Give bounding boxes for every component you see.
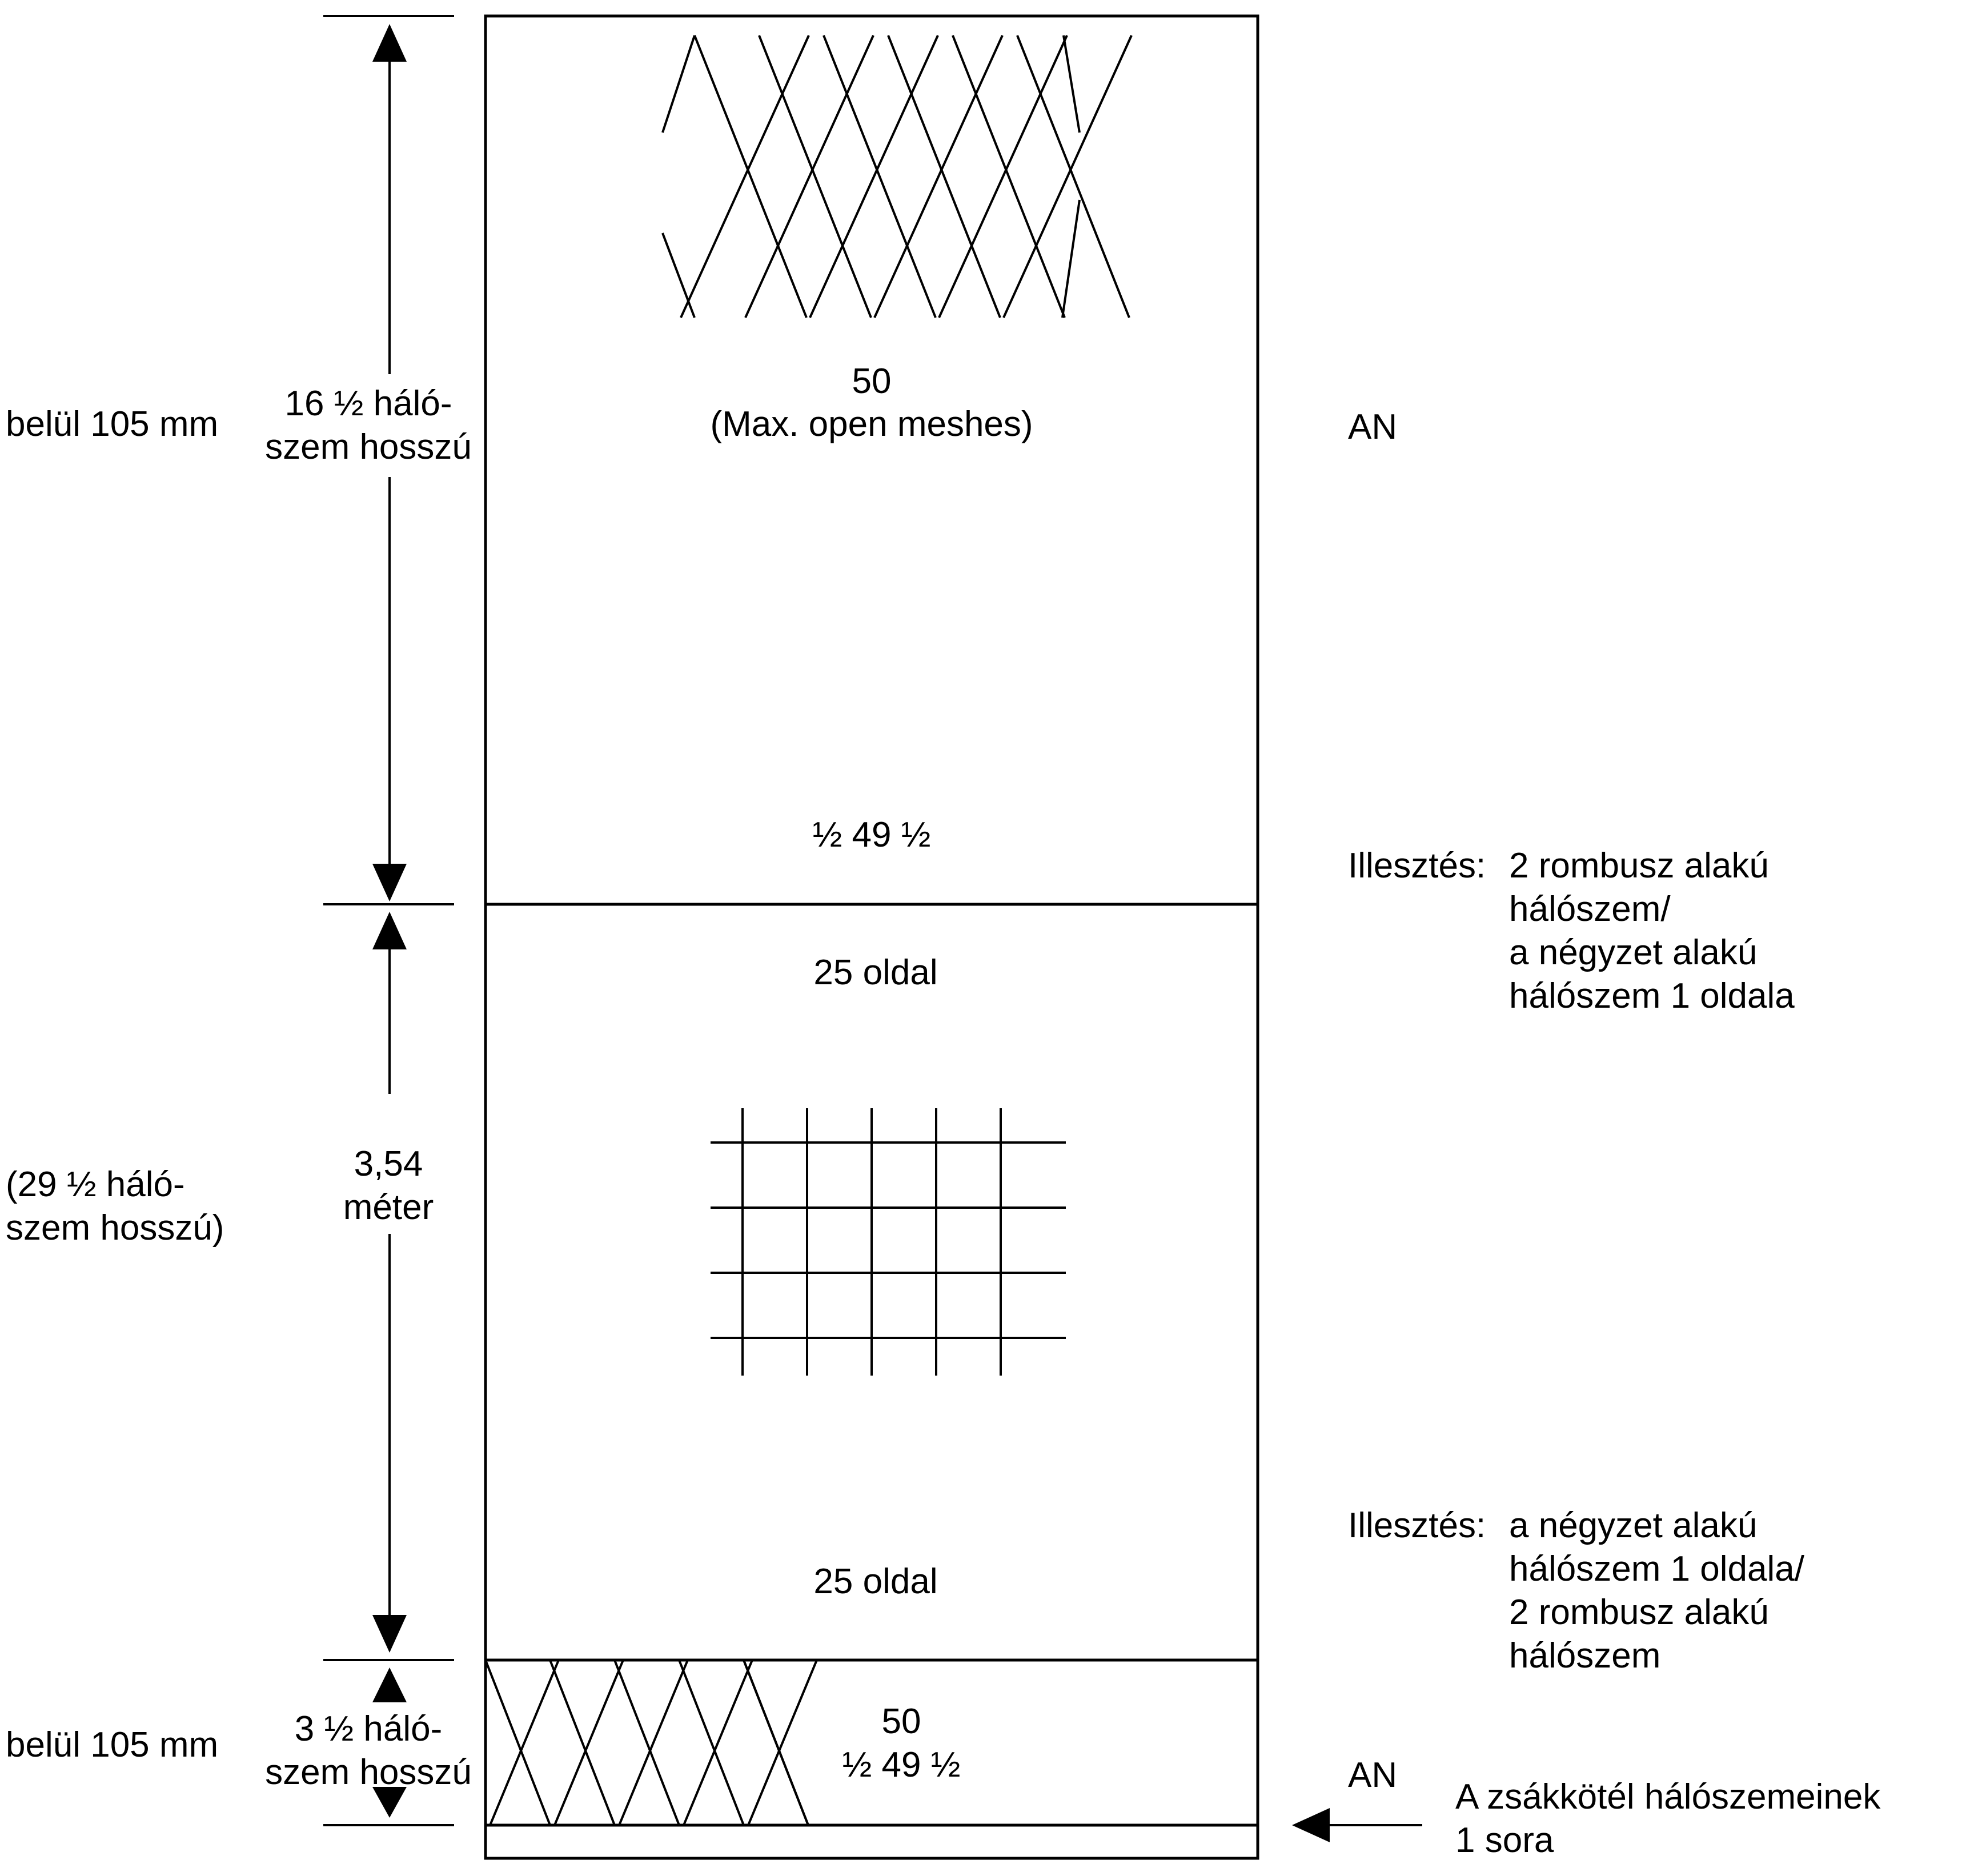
mesh-strand: [693, 35, 808, 318]
join1-line2: hálószem/: [1509, 889, 1671, 929]
mesh-strand: [1061, 199, 1081, 318]
dimension-label-bottom-line2: szem hosszú: [265, 1753, 472, 1792]
mesh-strand: [489, 1659, 560, 1826]
join2-line1: a négyzet alakú: [1509, 1506, 1757, 1545]
rope-row-line2: 1 sora: [1455, 1821, 1554, 1860]
mesh-strand: [661, 35, 696, 133]
arrowhead-bottom-up: [372, 1667, 407, 1702]
top-panel-note: (Max. open meshes): [710, 404, 1033, 444]
join2-prefix: Illesztés:: [1348, 1506, 1486, 1545]
join2-line4: hálószem: [1509, 1636, 1660, 1675]
arrowhead-middle-up: [372, 912, 407, 949]
mesh-strand: [822, 35, 937, 318]
mesh-strand: [743, 1659, 809, 1826]
mesh-strand: [1062, 35, 1081, 133]
rope-row-pointer-arrowhead: [1292, 1808, 1330, 1842]
bottom-panel-sub-count: ½ 49 ½: [842, 1745, 961, 1785]
rope-row-line1: A zsákkötél hálószemeinek: [1455, 1777, 1881, 1817]
mesh-strand: [809, 35, 939, 318]
mesh-strand: [549, 1659, 616, 1826]
left-label-bottom: belül 105 mm: [6, 1725, 218, 1765]
arrowhead-top-up: [372, 24, 407, 62]
join1-prefix: Illesztés:: [1348, 846, 1486, 885]
join2-line3: 2 rombusz alakú: [1509, 1593, 1769, 1632]
mesh-strand: [683, 1659, 753, 1826]
join2-line2: hálószem 1 oldala/: [1509, 1549, 1805, 1589]
an-label-top: AN: [1348, 407, 1397, 447]
join1-line1: 2 rombusz alakú: [1509, 846, 1769, 885]
mesh-strand: [613, 1659, 680, 1826]
panel-labels: 50 (Max. open meshes) ½ 49 ½ 25 oldal 25…: [710, 362, 1033, 1785]
mesh-strand: [747, 1659, 818, 1826]
net-panel-outline: [484, 14, 1259, 1860]
diamond-mesh-pattern: [661, 35, 1133, 318]
left-labels: belül 105 mm (29 ½ háló- szem hosszú) be…: [6, 404, 224, 1765]
arrowhead-middle-down: [372, 1615, 407, 1653]
mesh-strand: [887, 35, 1001, 318]
right-labels: AN Illesztés: 2 rombusz alakú hálószem/ …: [1348, 407, 1881, 1860]
mesh-strand: [484, 1659, 551, 1826]
arrowhead-top-down: [372, 864, 407, 901]
bottom-panel-count: 50: [882, 1702, 921, 1741]
dimension-label-top-line1: 16 ½ háló-: [285, 384, 452, 423]
mesh-strand: [1016, 35, 1130, 318]
mesh-strand: [873, 35, 1004, 318]
dimension-labels: 16 ½ háló- szem hosszú 3,54 méter 3 ½ há…: [265, 384, 472, 1792]
middle-panel-top-label: 25 oldal: [813, 953, 937, 992]
an-label-bottom: AN: [1348, 1755, 1397, 1795]
mesh-strand: [744, 35, 874, 318]
top-panel-bottom-count: ½ 49 ½: [813, 815, 931, 855]
left-label-middle-line2: szem hosszú): [6, 1208, 224, 1248]
top-panel-count: 50: [852, 362, 892, 401]
dimension-label-top-line2: szem hosszú: [265, 427, 472, 467]
mesh-strand: [938, 35, 1068, 318]
dimension-label-middle-line2: méter: [343, 1188, 434, 1227]
mesh-strand: [1002, 35, 1133, 318]
dimension-label-bottom-line1: 3 ½ háló-: [295, 1709, 443, 1749]
mesh-strand: [952, 35, 1066, 318]
mesh-strand: [758, 35, 872, 318]
left-label-middle-line1: (29 ½ háló-: [6, 1165, 185, 1204]
square-mesh-pattern: [711, 1108, 1066, 1376]
dimension-lines: [323, 15, 1422, 1842]
mesh-strand: [553, 1659, 624, 1826]
left-label-top: belül 105 mm: [6, 404, 218, 444]
bottom-diamond-mesh-pattern: [484, 1659, 818, 1826]
mesh-strand: [618, 1659, 689, 1826]
mesh-strand: [661, 233, 696, 318]
arrowhead-bottom-down: [372, 1787, 407, 1818]
join1-line4: hálószem 1 oldala: [1509, 976, 1795, 1016]
middle-panel-bottom-label: 25 oldal: [813, 1562, 937, 1601]
panel-frame: [484, 14, 1259, 1860]
mesh-strand: [680, 35, 810, 318]
join1-line3: a négyzet alakú: [1509, 933, 1757, 972]
dimension-label-middle-line1: 3,54: [354, 1144, 423, 1184]
mesh-strand: [678, 1659, 745, 1826]
